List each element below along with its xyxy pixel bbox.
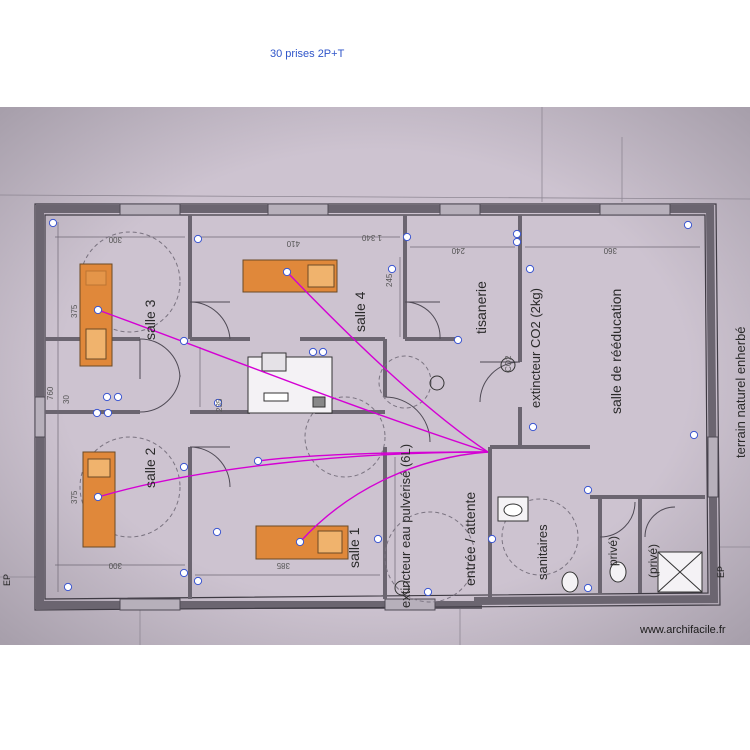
ep-tag-right: EP bbox=[716, 565, 726, 578]
windows bbox=[34, 203, 719, 611]
dimension-lines bbox=[55, 222, 700, 592]
dimension-label: 300 bbox=[108, 235, 122, 244]
plan-title: 30 prises 2P+T bbox=[270, 48, 345, 60]
dimension-label: 235 bbox=[215, 398, 224, 412]
dimension-label: 240 bbox=[451, 246, 465, 255]
reception-desk bbox=[247, 352, 333, 414]
floor-plan-drawing bbox=[0, 107, 750, 645]
room-label-salle-1: salle 1 bbox=[346, 527, 362, 568]
watermark: www.archifacile.fr bbox=[640, 624, 726, 636]
dimension-label: 375 bbox=[70, 490, 79, 504]
room-label-prive-1: privé) bbox=[606, 535, 620, 566]
room-label-entree-attente: entrée / attente bbox=[462, 491, 478, 586]
dimension-label: 245 bbox=[385, 273, 394, 287]
room-label-salle-4: salle 4 bbox=[352, 291, 368, 332]
dimension-label: 385 bbox=[276, 561, 290, 570]
bed-salle-3 bbox=[79, 263, 113, 367]
dimension-label: 300 bbox=[108, 561, 122, 570]
room-label-salle-3: salle 3 bbox=[142, 299, 158, 340]
outlets bbox=[48, 218, 699, 597]
cable-runs bbox=[97, 271, 489, 543]
room-label-prive-2: (privé) bbox=[646, 543, 660, 578]
interior-walls bbox=[45, 215, 705, 599]
dimension-label: 1 340 bbox=[361, 233, 382, 242]
bed-salle-2 bbox=[82, 451, 116, 548]
dimension-label: 30 bbox=[62, 395, 71, 404]
terrain-label: terrain naturel enherbé bbox=[733, 326, 748, 458]
extinguisher-co2-label: extincteur CO2 (2kg) bbox=[528, 288, 543, 408]
room-label-tisanerie: tisanerie bbox=[473, 281, 489, 334]
markers bbox=[394, 357, 516, 596]
room-label-salle-2: salle 2 bbox=[142, 447, 158, 488]
dimension-label: 760 bbox=[46, 386, 55, 400]
co2-tag: CO2 bbox=[504, 355, 513, 372]
dimension-label: 410 bbox=[286, 239, 300, 248]
room-label-sanitaires: sanitaires bbox=[535, 524, 550, 580]
room-label-salle-reeducation: salle de rééducation bbox=[608, 288, 624, 414]
dimension-label: 375 bbox=[70, 304, 79, 318]
outer-walls-inner bbox=[34, 203, 721, 611]
extinguisher-water-label: extincteur eau pulvérisé (6L) bbox=[398, 443, 413, 608]
sanitary-fixtures bbox=[497, 496, 703, 593]
floor-plan bbox=[0, 107, 750, 645]
dimension-label: 360 bbox=[603, 246, 617, 255]
outer-walls bbox=[36, 205, 719, 609]
ep-tag-left: EP bbox=[2, 573, 12, 586]
